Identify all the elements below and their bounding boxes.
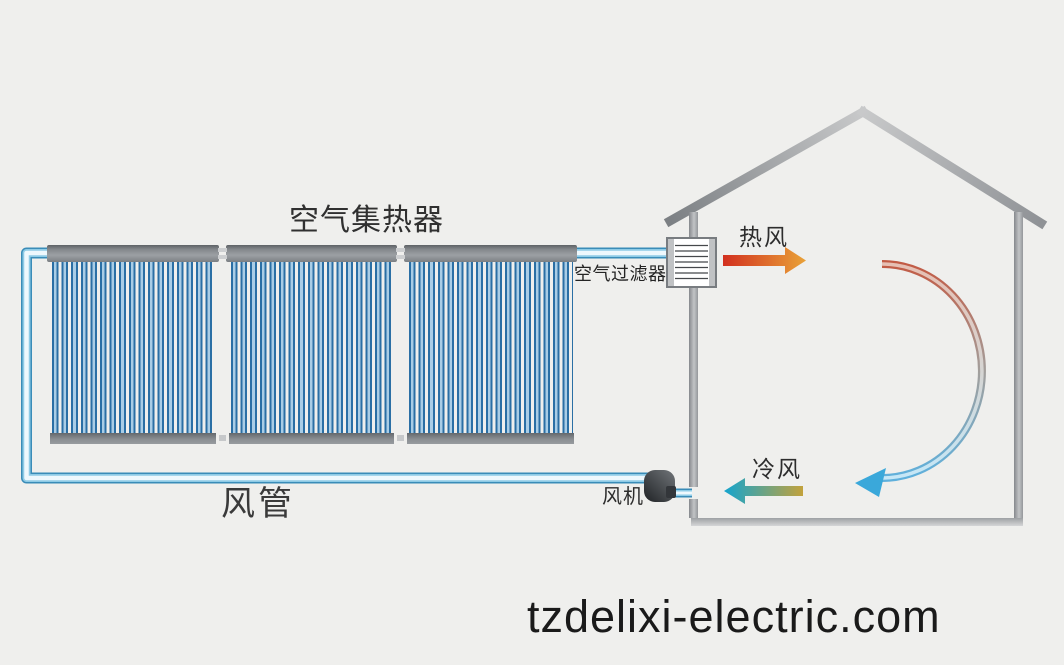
fan-icon: [644, 470, 676, 502]
house-walls: [689, 212, 1023, 526]
watermark-text: tzdelixi-electric.com: [527, 591, 941, 642]
solar-collector-panel-3: [404, 245, 577, 444]
panel-tubes: [231, 262, 393, 433]
air-duct-pipes: [21, 247, 692, 498]
panel-tubes: [52, 262, 215, 433]
duct-return-loop: [21, 247, 652, 484]
roof-right-slope: [856, 105, 1048, 230]
panel-coupler: [218, 255, 227, 259]
filter-louvers: [675, 244, 708, 280]
house-roof: [663, 105, 1048, 230]
solar-collector-panel-2: [226, 245, 397, 444]
roof-left-slope: [663, 105, 870, 228]
panel-tubes: [409, 262, 573, 433]
panel-bottom-manifold: [229, 433, 394, 444]
collector-label: 空气集热器: [289, 204, 444, 237]
wall-left-upper: [689, 212, 698, 239]
circulation-arc: [881, 260, 986, 482]
fan-outlet-port: [666, 486, 676, 498]
panel-bottom-manifold: [407, 433, 574, 444]
cold-air-label: 冷风: [752, 456, 802, 482]
filter-label: 空气过滤器: [574, 264, 667, 284]
panel-coupler: [396, 248, 405, 252]
filter-right-rail: [709, 239, 715, 286]
cold-air-arrow: [724, 478, 803, 504]
circulation-arc-highlight: [881, 262, 984, 480]
wall-left-middle: [689, 286, 698, 487]
panel-top-manifold: [47, 245, 219, 262]
panel-coupler: [218, 248, 227, 252]
hot-air-arrow: [723, 247, 806, 274]
panel-bottom-manifold: [50, 433, 216, 444]
solar-collector-panel-1: [47, 245, 219, 444]
fan-label: 风机: [602, 486, 644, 508]
panel-coupler: [396, 255, 405, 259]
panel-top-manifold: [226, 245, 397, 262]
panel-top-manifold: [404, 245, 577, 262]
air-filter: [666, 237, 717, 288]
wall-right: [1014, 212, 1023, 518]
house-floor: [691, 518, 1023, 526]
panel-bottom-coupler: [397, 435, 404, 441]
hot-air-label: 热风: [739, 224, 789, 250]
duct-label: 风管: [221, 485, 295, 523]
wall-left-lower: [689, 499, 698, 518]
filter-left-rail: [668, 239, 674, 286]
panel-bottom-coupler: [219, 435, 226, 441]
circulation-arrowhead: [855, 468, 886, 497]
circulation-arrow: [855, 260, 986, 497]
